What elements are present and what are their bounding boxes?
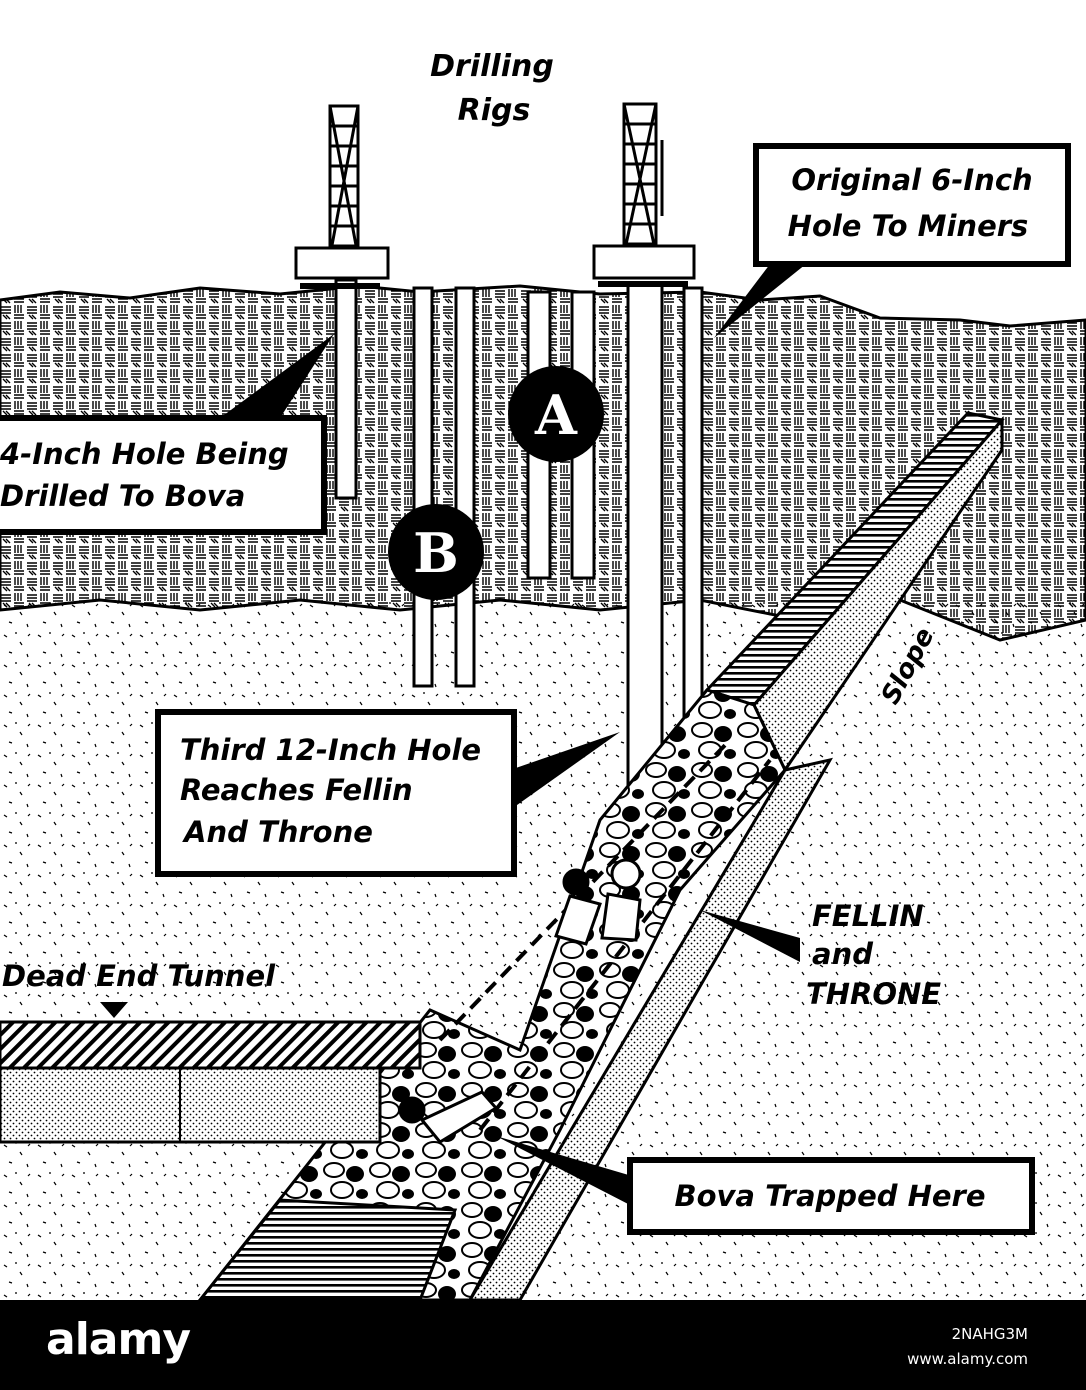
svg-text:Hole To Miners: Hole To Miners (788, 209, 1029, 243)
marker-a: A (508, 366, 604, 462)
original-hole-callout: Original 6-Inch Hole To Miners (714, 143, 1071, 338)
svg-text:Rigs: Rigs (458, 93, 531, 128)
svg-text:FELLIN: FELLIN (812, 899, 924, 933)
drilling-rig-left (294, 104, 390, 289)
svg-text:Drilling: Drilling (430, 49, 554, 84)
drilling-rig-right (592, 102, 696, 287)
footer-bar: alamy 2NAHG3M www.alamy.com (0, 1300, 1086, 1390)
svg-text:And Throne: And Throne (182, 815, 373, 849)
svg-text:Reaches Fellin: Reaches Fellin (180, 773, 413, 807)
svg-text:Drilled To Bova: Drilled To Bova (0, 479, 245, 513)
fellin-throne-label: FELLIN and THRONE (700, 899, 941, 1011)
image-id-block: 2NAHG3M www.alamy.com (907, 1322, 1028, 1372)
drilling-rigs-label: Drilling Rigs (430, 49, 554, 128)
site-link[interactable]: www.alamy.com (907, 1350, 1028, 1368)
dead-end-tunnel-label: Dead End Tunnel (2, 959, 276, 1018)
bova-trapped-callout: Bova Trapped Here (496, 1136, 1035, 1235)
miner-bova (398, 1090, 499, 1144)
miners-fellin-and-throne (554, 858, 642, 946)
svg-text:A: A (534, 383, 578, 447)
svg-text:and: and (812, 937, 873, 971)
four-inch-hole-callout: 4-Inch Hole Being Drilled To Bova (0, 334, 334, 535)
svg-text:4-Inch Hole Being: 4-Inch Hole Being (0, 437, 289, 471)
svg-text:Bova Trapped Here: Bova Trapped Here (674, 1179, 985, 1213)
dead-end-tunnel (0, 1020, 422, 1144)
svg-text:Dead End Tunnel: Dead End Tunnel (2, 959, 276, 993)
svg-text:Original 6-Inch: Original 6-Inch (791, 163, 1032, 197)
svg-text:Third 12-Inch Hole: Third 12-Inch Hole (180, 733, 481, 767)
svg-text:B: B (413, 521, 459, 585)
image-id: 2NAHG3M (951, 1325, 1028, 1343)
alamy-logo[interactable]: alamy (46, 1314, 191, 1365)
svg-text:THRONE: THRONE (806, 977, 941, 1011)
marker-b: B (388, 504, 484, 600)
mine-rescue-diagram: Drilling Rigs Original 6-Inch Hole To Mi… (0, 49, 1086, 1300)
third-hole-callout: Third 12-Inch Hole Reaches Fellin And Th… (155, 709, 620, 877)
